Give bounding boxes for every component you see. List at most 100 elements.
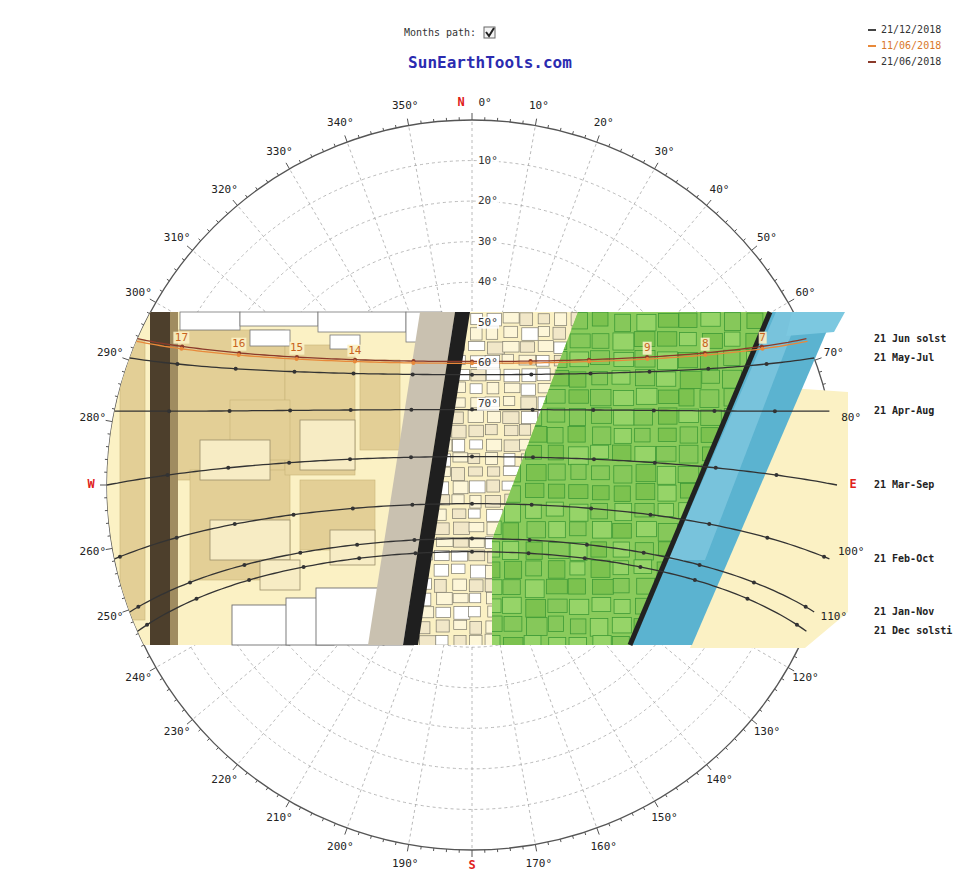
green-tile xyxy=(525,314,541,329)
green-tile xyxy=(482,599,501,613)
building-tile xyxy=(402,523,418,532)
site-title: SunEarthTools.com xyxy=(408,54,572,72)
scale-tick xyxy=(535,844,536,851)
hour-dot xyxy=(167,409,171,413)
hour-dot xyxy=(298,551,302,555)
green-tile xyxy=(680,427,698,443)
legend-line-sample xyxy=(868,29,876,31)
hour-dot xyxy=(470,502,474,506)
building-tile xyxy=(453,481,468,494)
scale-tick xyxy=(459,117,460,120)
green-tile xyxy=(569,637,586,654)
green-tile xyxy=(526,371,544,385)
hour-number: 7 xyxy=(758,331,767,344)
building-tile xyxy=(401,327,416,337)
hour-dot xyxy=(703,353,707,357)
green-tile xyxy=(502,597,521,613)
hour-dot xyxy=(145,623,149,627)
building-tile xyxy=(403,383,418,394)
green-tile xyxy=(614,599,630,613)
building-tile xyxy=(436,313,452,323)
building-tile xyxy=(469,606,481,616)
building-block xyxy=(200,440,270,480)
hour-dot xyxy=(638,565,642,569)
building-block xyxy=(210,520,290,560)
hour-dot xyxy=(409,408,413,412)
green-tile xyxy=(657,467,675,485)
hour-dot xyxy=(166,473,170,477)
building-tile xyxy=(470,328,482,340)
scale-tick xyxy=(655,801,659,807)
green-tile xyxy=(591,504,608,519)
building-tile xyxy=(470,622,482,635)
elevation-label: 50° xyxy=(477,316,499,329)
building-tile xyxy=(453,594,468,603)
legend-text: 21/12/2018 xyxy=(881,24,941,35)
green-tile xyxy=(590,619,608,637)
building-tile xyxy=(469,425,483,437)
scale-tick xyxy=(382,128,384,131)
green-tile xyxy=(549,522,566,538)
scale-tick xyxy=(716,756,718,758)
scale-tick xyxy=(522,121,523,124)
azimuth-label: 200° xyxy=(327,840,354,853)
scale-tick xyxy=(484,117,485,120)
scale-tick xyxy=(112,560,115,562)
green-tile xyxy=(723,635,744,650)
hour-number: 15 xyxy=(289,342,304,355)
building-tile xyxy=(470,495,481,508)
sun-path xyxy=(138,552,807,632)
scale-tick xyxy=(522,846,523,849)
scale-tick xyxy=(245,195,247,197)
month-path-label: 21 Mar-Sep xyxy=(874,479,934,491)
scale-tick xyxy=(118,585,121,587)
green-tile xyxy=(614,466,632,483)
scale-tick xyxy=(752,246,757,250)
scale-tick xyxy=(187,720,192,724)
scale-tick xyxy=(609,144,610,147)
scale-tick xyxy=(584,135,586,138)
green-tile xyxy=(548,312,568,327)
scale-tick xyxy=(286,163,290,169)
scale-tick xyxy=(286,801,290,807)
elevation-label: 70° xyxy=(477,398,499,411)
scale-tick xyxy=(433,848,434,851)
hour-dot xyxy=(357,556,361,560)
scale-tick xyxy=(266,180,268,182)
azimuth-label: 350° xyxy=(392,100,419,113)
building-tile xyxy=(487,382,499,394)
hour-dot xyxy=(411,372,415,376)
building-roof xyxy=(318,312,406,332)
green-tile xyxy=(525,388,546,403)
building-tile xyxy=(453,440,465,452)
azimuth-label: 130° xyxy=(754,726,781,739)
green-tile xyxy=(767,502,787,518)
legend-row: 21/12/2018 xyxy=(868,24,941,36)
legend-line-sample xyxy=(868,45,876,47)
building-tile xyxy=(468,467,482,476)
building-tile xyxy=(418,370,429,381)
building-tile xyxy=(538,314,549,324)
green-tile xyxy=(548,464,565,480)
scale-tick xyxy=(560,128,562,131)
scale-tick xyxy=(167,689,169,691)
building-roof xyxy=(250,330,290,346)
building-tile xyxy=(402,396,419,407)
scale-tick xyxy=(108,433,111,434)
scale-tick xyxy=(345,828,347,835)
building-tile xyxy=(471,565,488,578)
azimuth-label: 220° xyxy=(211,774,238,787)
scale-tick xyxy=(665,795,667,798)
scale-tick xyxy=(407,119,408,126)
building-tile xyxy=(437,592,453,604)
building-tile xyxy=(453,509,466,519)
scale-tick xyxy=(484,850,485,853)
green-tile xyxy=(635,504,654,517)
green-tile xyxy=(700,390,719,408)
hour-dot xyxy=(411,361,415,365)
hour-dot xyxy=(287,461,291,465)
hour-dot xyxy=(353,360,357,364)
elevation-label: 30° xyxy=(477,235,499,248)
green-tile xyxy=(679,313,697,327)
green-tile xyxy=(527,522,546,538)
